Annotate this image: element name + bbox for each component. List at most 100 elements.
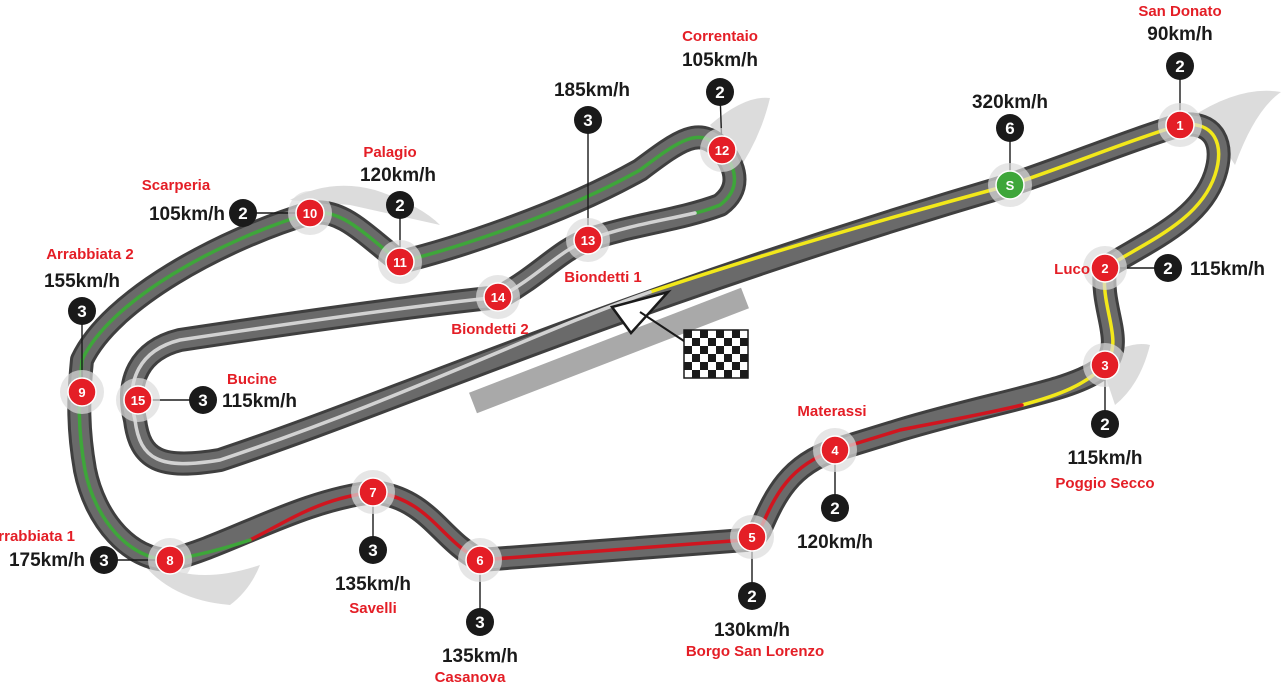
turn-number: 10 [303, 206, 317, 221]
gear-value: 3 [583, 111, 592, 130]
gear-value: 3 [99, 551, 108, 570]
turn-marker [707, 135, 737, 165]
gear-value: 3 [368, 541, 377, 560]
turn-number: 14 [491, 290, 506, 305]
turn-marker [67, 377, 97, 407]
gear-value: 2 [1100, 415, 1109, 434]
gear-value: 2 [715, 83, 724, 102]
gear-badge [229, 199, 257, 227]
turn-marker [358, 477, 388, 507]
speed-label: 105km/h [682, 50, 758, 71]
corner-name: Casanova [435, 669, 507, 686]
turn-marker [465, 545, 495, 575]
gear-badge [1166, 52, 1194, 80]
speed-label: 135km/h [335, 574, 411, 595]
speed-label: 115km/h [1190, 259, 1265, 280]
turn-number: 9 [78, 385, 85, 400]
gear-badge [574, 106, 602, 134]
turn-number: 13 [581, 233, 595, 248]
corner-name: Scarperia [142, 177, 211, 194]
braking-zones [140, 90, 1281, 605]
speed-label: 90km/h [1147, 24, 1212, 45]
turn-number: 4 [831, 443, 839, 458]
gear-value: 2 [747, 587, 756, 606]
turn-number: 12 [715, 143, 729, 158]
turn-marker [483, 282, 513, 312]
corner-name: Biondetti 1 [564, 269, 642, 286]
gear-badge [90, 546, 118, 574]
gear-value: 3 [77, 302, 86, 321]
gear-value: 2 [1175, 57, 1184, 76]
start-marker-label: S [1006, 178, 1015, 193]
gear-badge [386, 191, 414, 219]
corner-8: 8 3 175km/h Arrabbiata 1 [0, 528, 192, 582]
gear-badge [821, 494, 849, 522]
gear-badge [189, 386, 217, 414]
turn-marker [820, 435, 850, 465]
turn-number: 8 [166, 553, 173, 568]
gear-value: 2 [1163, 259, 1172, 278]
turn-marker [1165, 110, 1195, 140]
turn-marker [385, 247, 415, 277]
speed-label: 155km/h [44, 271, 120, 292]
speed-label: 130km/h [714, 620, 790, 641]
start-gear-value: 6 [1005, 119, 1014, 138]
corner-name: Borgo San Lorenzo [686, 643, 824, 660]
turn-marker [1090, 350, 1120, 380]
speed-label: 115km/h [1068, 448, 1143, 469]
turn-marker [155, 545, 185, 575]
start-marker: S [988, 163, 1032, 207]
speed-label: 120km/h [360, 165, 436, 186]
gear-badge [359, 536, 387, 564]
corner-name: Palagio [363, 144, 416, 161]
gear-badge [466, 608, 494, 636]
gear-value: 3 [198, 391, 207, 410]
turn-marker [295, 198, 325, 228]
corner-name: Arrabbiata 1 [0, 528, 75, 545]
corner-name: Correntaio [682, 28, 758, 45]
turn-number: 1 [1176, 118, 1183, 133]
start-gear-badge: 6 [996, 114, 1024, 142]
corner-name: Materassi [797, 403, 866, 420]
checkered-flag-icon [683, 329, 749, 379]
corner-name: Luco [1054, 261, 1090, 278]
turn-number: 11 [393, 255, 407, 270]
speed-label: 135km/h [442, 646, 518, 667]
corner-name: Bucine [227, 371, 277, 388]
corner-11: 11 2 120km/h Palagio [360, 144, 436, 284]
gear-value: 2 [830, 499, 839, 518]
gear-badge [1154, 254, 1182, 282]
corner-10: 10 2 105km/h Scarperia [142, 177, 332, 235]
turn-number: 6 [476, 553, 483, 568]
gear-badge [1091, 410, 1119, 438]
speed-label: 175km/h [9, 550, 85, 571]
gear-value: 2 [238, 204, 247, 223]
turn-marker [737, 522, 767, 552]
gear-value: 2 [395, 196, 404, 215]
gear-badge [738, 582, 766, 610]
turn-number: 7 [369, 485, 376, 500]
gear-badge [706, 78, 734, 106]
corner-name: Biondetti 2 [451, 321, 529, 338]
speed-label: 120km/h [797, 532, 873, 553]
corner-name: San Donato [1138, 3, 1221, 20]
speed-label: 105km/h [149, 204, 225, 225]
turn-marker [573, 225, 603, 255]
gear-value: 3 [475, 613, 484, 632]
start-speed-label: 320km/h [972, 92, 1048, 113]
corner-name: Arrabbiata 2 [46, 246, 134, 263]
start-direction-arrow-icon [609, 289, 691, 346]
corner-9: 9 3 155km/h Arrabbiata 2 [44, 246, 134, 414]
speed-label: 115km/h [222, 391, 297, 412]
corner-name: Savelli [349, 600, 397, 617]
turn-marker [123, 385, 153, 415]
